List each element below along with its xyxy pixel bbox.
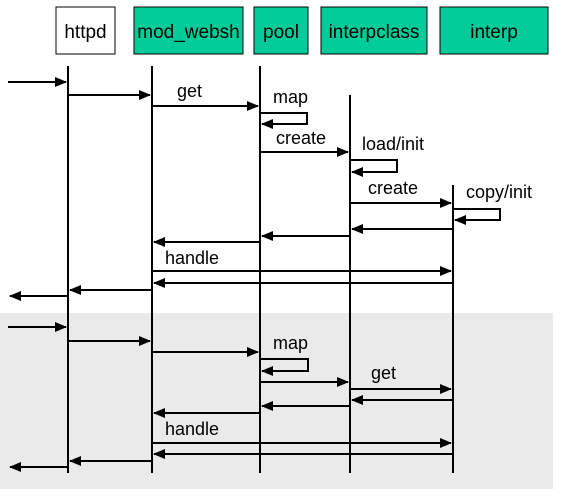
label-create-1: create (276, 128, 326, 148)
participant-box (320, 6, 428, 55)
participant-interpclass: interpclass (320, 6, 428, 55)
message-labels: get map create load/init create copy/ini… (165, 81, 532, 439)
participant-label: interp (470, 22, 518, 43)
arrow-copy-init-self (453, 208, 501, 225)
participant-label: mod_websh (137, 22, 239, 43)
label-load-init: load/init (362, 134, 424, 154)
participant-box (439, 6, 549, 55)
participant-pool: pool (253, 6, 309, 55)
label-create-2: create (368, 178, 418, 198)
arrow-map-self-1 (260, 112, 308, 129)
label-get-1: get (177, 81, 202, 101)
participant-box (133, 6, 244, 55)
label-map-1: map (273, 87, 308, 107)
participant-httpd: httpd (55, 6, 116, 55)
arrow-map-self-2 (260, 358, 309, 376)
second-request-band (0, 313, 553, 489)
label-copy-init: copy/init (466, 182, 532, 202)
participant-interp: interp (439, 6, 549, 55)
participant-label: httpd (64, 22, 106, 43)
participant-label: pool (263, 22, 299, 43)
label-handle-2: handle (165, 419, 219, 439)
participant-label: interpclass (329, 22, 420, 43)
label-handle-1: handle (165, 248, 219, 268)
arrow-load-init-self (350, 159, 398, 177)
participant-box (55, 6, 116, 55)
message-arrows (8, 77, 501, 472)
participant-box (253, 6, 309, 55)
label-map-2: map (273, 333, 308, 353)
lifelines (67, 66, 454, 473)
label-get-2: get (371, 363, 396, 383)
participant-mod-websh: mod_websh (133, 6, 244, 55)
